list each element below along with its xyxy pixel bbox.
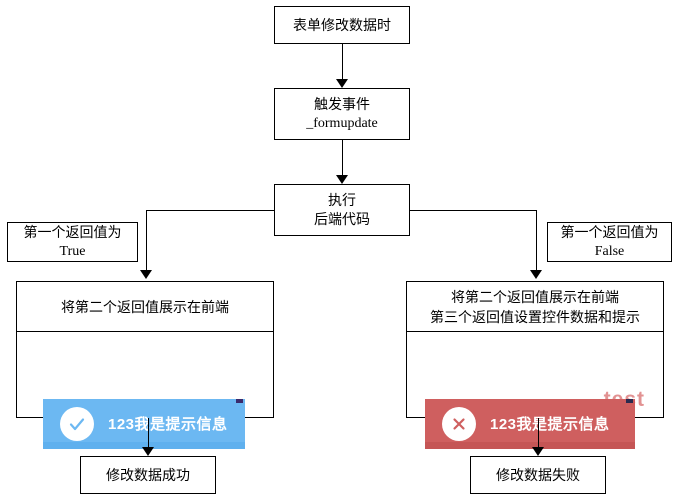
connector-okbox-to-success [148, 418, 149, 447]
circle-cross-icon [442, 407, 476, 441]
node-modify-data-fail[interactable]: 修改数据失败 [470, 456, 606, 494]
label-first-return-true[interactable]: 第一个返回值为 True [7, 222, 138, 262]
node-label-line2: _formupdate [306, 116, 378, 131]
node-label: 修改数据失败 [496, 466, 580, 483]
node-label-line2: 后端代码 [314, 211, 370, 227]
toast-message: 123我是提示信息 [108, 415, 228, 433]
label-first-return-false[interactable]: 第一个返回值为 False [547, 222, 672, 262]
node-label-line1: 触发事件 [314, 96, 370, 112]
arrowhead-exec-to-err-box [530, 270, 542, 279]
label-line2: False [594, 244, 625, 259]
node-label-line1: 将第二个返回值展示在前端 [451, 288, 619, 305]
arrowhead-errbox-to-fail [532, 447, 544, 456]
connector-exec-left-vertical [146, 210, 147, 270]
label-line1: 第一个返回值为 [23, 224, 122, 240]
error-toast[interactable]: 123我是提示信息 [425, 399, 635, 449]
node-modify-data-success[interactable]: 修改数据成功 [80, 456, 216, 494]
connector-exec-left-horizontal [146, 210, 274, 211]
node-body: 123我是提示信息 [17, 332, 273, 449]
connector-errbox-to-fail [538, 418, 539, 447]
label-line1: 第一个返回值为 [560, 224, 659, 240]
node-body: test 123我是提示信息 [407, 332, 663, 449]
node-header: 将第二个返回值展示在前端 [17, 282, 273, 332]
node-label-line1: 将第二个返回值展示在前端 [61, 298, 229, 315]
arrowhead-okbox-to-success [142, 447, 154, 456]
node-show-second-return-frontend[interactable]: 将第二个返回值展示在前端 123我是提示信息 [16, 281, 274, 449]
connector-exec-right-horizontal [410, 210, 537, 211]
node-execute-backend-code[interactable]: 执行 后端代码 [274, 184, 410, 236]
node-show-second-third-return-frontend[interactable]: 将第二个返回值展示在前端 第三个返回值设置控件数据和提示 test 123我是提… [406, 281, 664, 449]
arrowhead-event-to-exec [336, 175, 348, 184]
node-label-line2: 第三个返回值设置控件数据和提示 [430, 308, 640, 325]
connector-start-to-event [342, 44, 343, 79]
circle-check-icon [60, 407, 94, 441]
node-label: 修改数据成功 [106, 466, 190, 483]
node-label-line1: 执行 [328, 192, 356, 208]
toast-message: 123我是提示信息 [490, 415, 610, 433]
connector-exec-right-vertical [536, 210, 537, 270]
toast-footer-band [43, 442, 245, 449]
arrowhead-exec-to-ok-box [140, 270, 152, 279]
node-header: 将第二个返回值展示在前端 第三个返回值设置控件数据和提示 [407, 282, 663, 332]
node-trigger-event[interactable]: 触发事件 _formupdate [274, 88, 410, 140]
toast-corner-marker [626, 399, 633, 403]
success-toast[interactable]: 123我是提示信息 [43, 399, 245, 449]
arrowhead-start-to-event [336, 79, 348, 88]
toast-corner-marker [236, 399, 243, 403]
node-label: 表单修改数据时 [293, 16, 391, 33]
label-line2: True [59, 244, 86, 259]
connector-event-to-exec [342, 140, 343, 175]
node-form-modify-data[interactable]: 表单修改数据时 [274, 6, 410, 44]
toast-footer-band [425, 442, 635, 449]
